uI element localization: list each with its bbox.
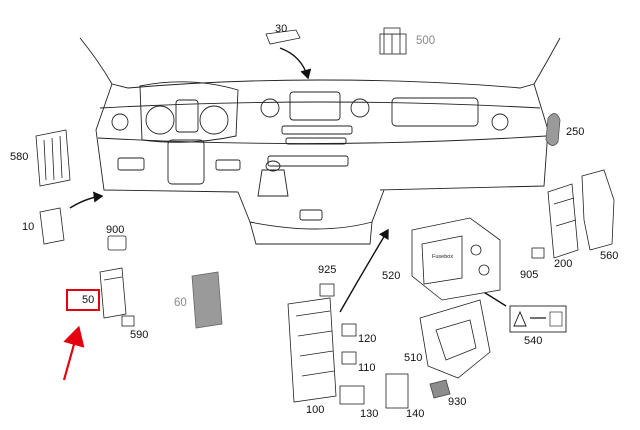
fusebox-text: Fusebox [432,254,453,260]
part-540 [509,305,567,333]
part-250 [545,113,561,146]
part-140 [385,373,409,409]
callout-200[interactable]: 200 [554,258,573,270]
part-100 [287,297,337,403]
part-60 [191,271,223,329]
callout-100[interactable]: 100 [306,404,325,416]
part-520 [411,217,501,301]
part-925 [319,283,335,297]
part-930 [429,379,451,399]
callout-250[interactable]: 250 [566,126,585,138]
callout-30[interactable]: 30 [275,23,288,35]
part-200 [547,183,579,259]
callout-540[interactable]: 540 [524,335,543,347]
callout-140[interactable]: 140 [406,408,425,420]
callout-905[interactable]: 905 [520,269,539,281]
highlight-box-50 [66,289,100,311]
callout-120[interactable]: 120 [358,333,377,345]
callout-510[interactable]: 510 [404,352,423,364]
callout-50[interactable]: 50 [82,294,95,306]
callout-130[interactable]: 130 [360,408,379,420]
highlight-arrow [62,325,85,381]
part-110 [341,351,357,365]
callout-590[interactable]: 590 [130,329,149,341]
part-500 [379,27,407,55]
part-10 [39,207,65,245]
callout-110[interactable]: 110 [358,362,376,374]
part-130 [339,385,365,405]
part-560 [581,169,615,251]
callout-580[interactable]: 580 [10,151,29,163]
callout-925[interactable]: 925 [318,264,337,276]
dashboard-outline [79,37,561,245]
part-900 [107,235,127,251]
callout-900[interactable]: 900 [106,224,125,236]
part-120 [341,323,357,337]
callout-500[interactable]: 500 [416,35,436,47]
callout-10[interactable]: 10 [22,221,35,233]
part-580 [35,129,71,187]
part-50 [99,267,127,319]
part-510 [419,299,491,379]
part-30 [265,29,301,45]
callout-930[interactable]: 930 [448,396,467,408]
part-590 [121,315,135,327]
part-905 [531,247,545,259]
callout-60[interactable]: 60 [174,297,187,309]
callout-560[interactable]: 560 [600,250,619,262]
callout-520[interactable]: 520 [382,270,401,282]
